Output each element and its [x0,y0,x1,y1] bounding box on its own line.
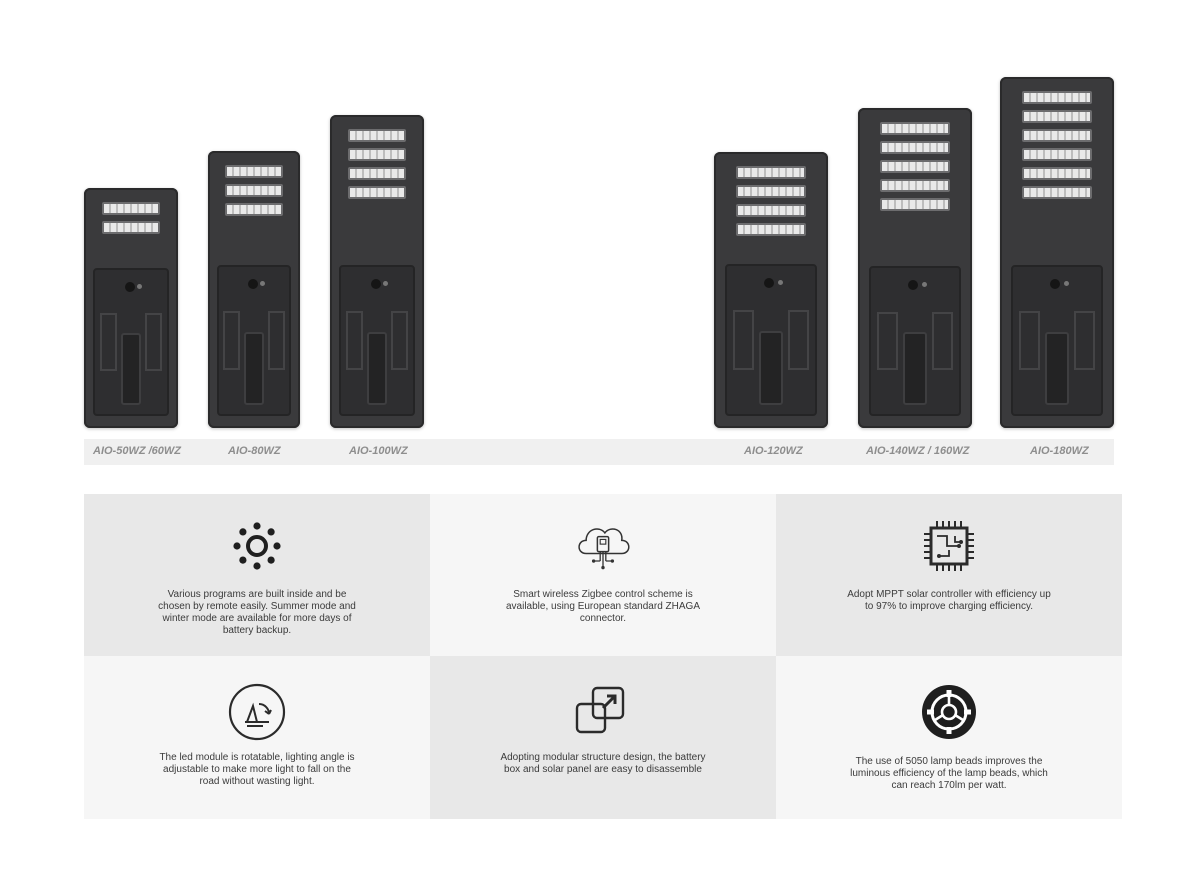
lamp-aio-80wz [208,151,300,428]
lamp-aio-100wz [330,115,424,428]
cloud-network-icon [573,516,633,576]
feature-text: Smart wireless Zigbee control scheme is … [505,589,700,624]
lamp-mount [1011,265,1103,416]
feature-cell: Adopt MPPT solar controller with efficie… [776,494,1122,656]
led-modules [208,165,300,216]
feature-cell: The led module is rotatable, lighting an… [84,656,430,819]
model-label: AIO-120WZ [744,445,803,457]
feature-grid: Various programs are built inside and be… [84,494,1122,819]
lamp-mount [93,268,169,416]
gear-icon [919,682,979,742]
model-label: AIO-80WZ [228,445,281,457]
lamp-aio-140wz [858,108,972,428]
model-label: AIO-50WZ /60WZ [93,445,182,457]
rotate-angle-icon [227,682,287,742]
feature-cell: Smart wireless Zigbee control scheme is … [430,494,776,656]
feature-text: Adopting modular structure design, the b… [500,752,706,775]
led-modules [1000,91,1114,199]
model-label: AIO-180WZ [1030,445,1089,457]
led-modules [330,129,424,199]
model-label-bar [84,439,1114,465]
feature-text: Adopt MPPT solar controller with efficie… [847,589,1051,612]
chip-icon [919,516,979,576]
feature-cell: The use of 5050 lamp beads improves the … [776,656,1122,819]
lamp-mount [725,264,817,416]
model-label: AIO-100WZ [349,445,408,457]
lamp-mount [869,266,961,416]
feature-cell: Adopting modular structure design, the b… [430,656,776,819]
lamp-mount [339,265,415,416]
lamp-aio-180wz [1000,77,1114,428]
feature-text: The led module is rotatable, lighting an… [159,752,355,787]
lamp-mount [217,265,291,416]
led-modules [84,202,178,234]
modular-squares-icon [573,682,633,742]
lamp-aio-50wz [84,188,178,428]
led-modules [858,122,972,211]
feature-text: Various programs are built inside and be… [158,589,356,636]
feature-text: The use of 5050 lamp beads improves the … [850,756,1048,791]
sun-mode-icon [227,516,287,576]
feature-cell: Various programs are built inside and be… [84,494,430,656]
led-modules [714,166,828,236]
lamp-aio-120wz [714,152,828,428]
model-label: AIO-140WZ / 160WZ [866,445,970,457]
